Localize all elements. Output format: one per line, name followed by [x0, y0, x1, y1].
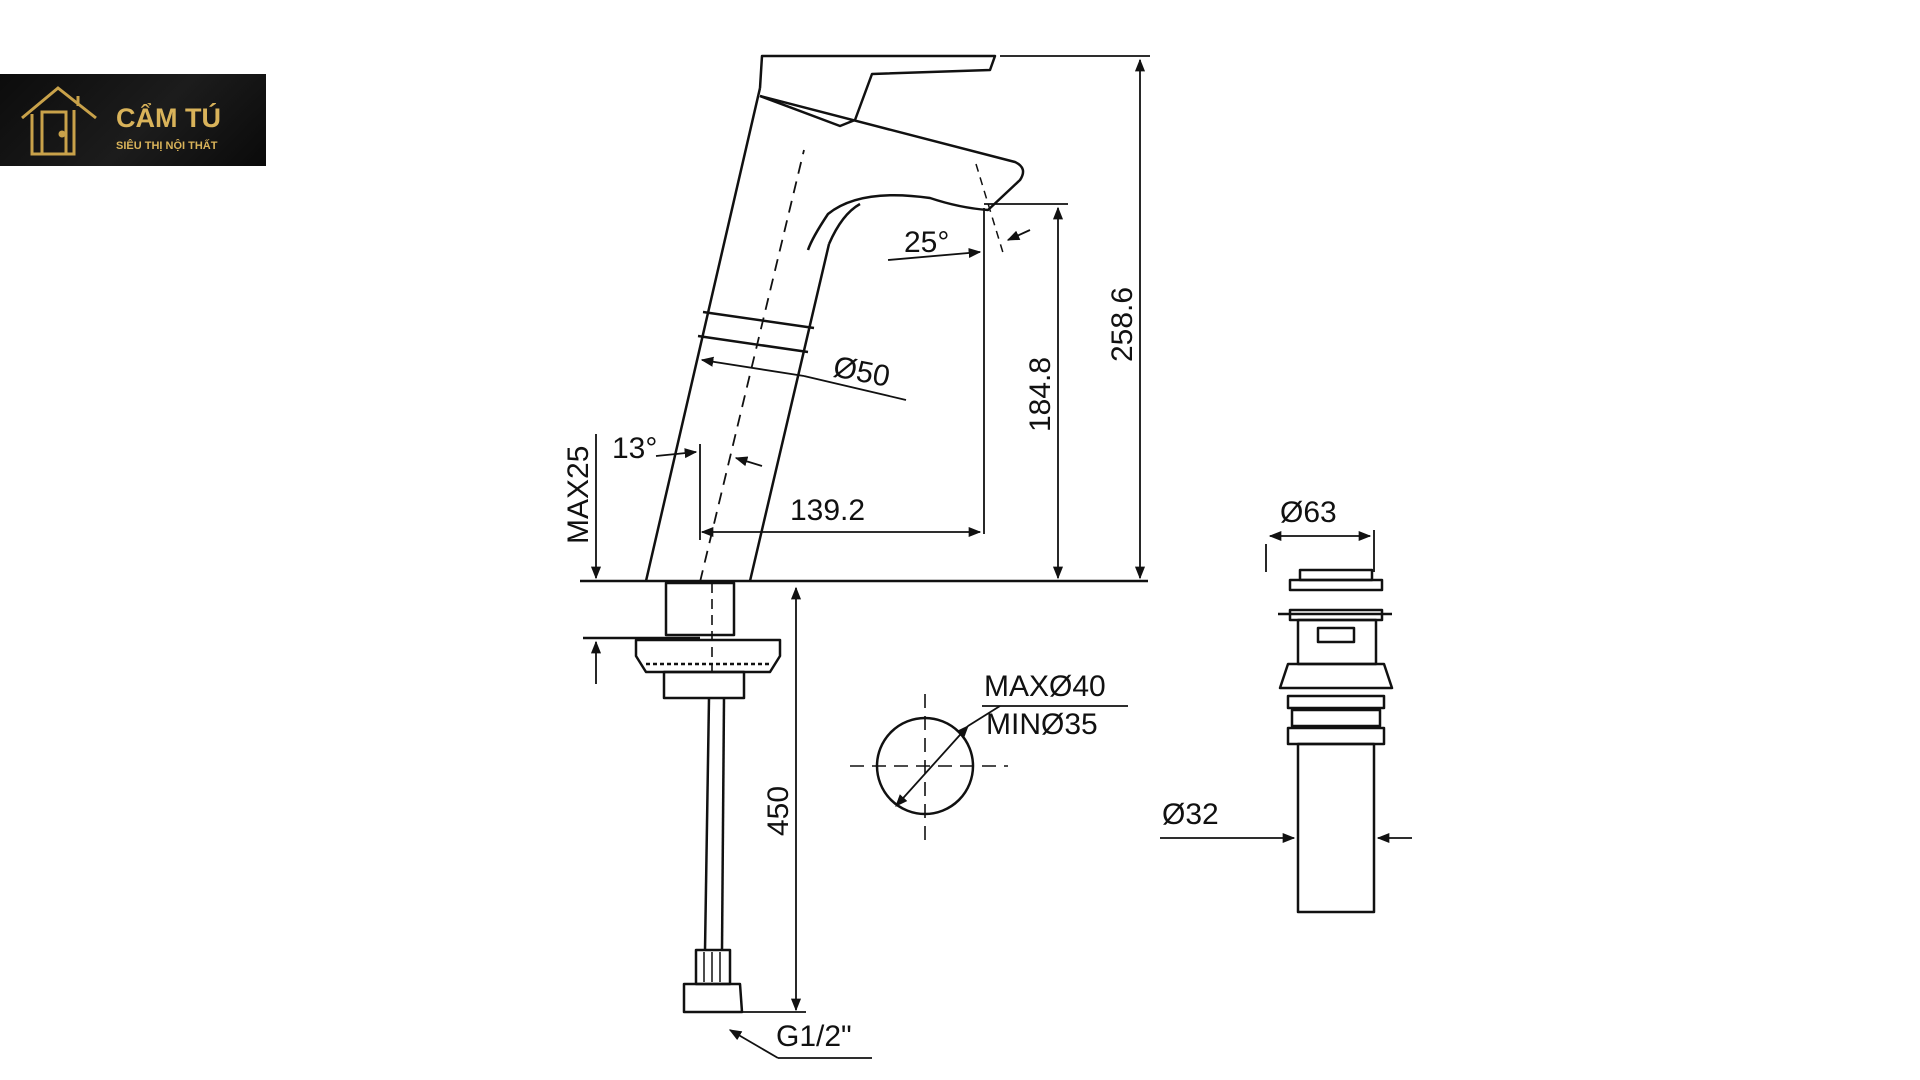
brand-name: CẨM TÚ	[116, 102, 221, 133]
dim-spout-angle: 25°	[904, 226, 949, 259]
faucet-body	[644, 54, 1025, 582]
pop-up-drain	[1160, 530, 1412, 914]
dim-spout-reach: 139.2	[790, 494, 865, 527]
dim-hole-max: MAXØ40	[984, 670, 1106, 703]
dim-hose-length: 450	[762, 786, 795, 836]
brand-logo: CẨM TÚ SIÊU THỊ NỘI THẤT	[0, 74, 266, 166]
water-hose	[682, 697, 744, 1014]
mounting-hardware	[634, 581, 782, 700]
deck-hole-circle	[850, 694, 1128, 846]
dim-hose-thread: G1/2"	[776, 1020, 852, 1053]
brand-tagline: SIÊU THỊ NỘI THẤT	[116, 139, 218, 152]
dim-hole-min: MINØ35	[986, 708, 1098, 741]
dim-drain-pipe: Ø32	[1162, 798, 1219, 831]
dim-body-diameter: Ø50	[831, 350, 893, 393]
dim-max-deck: MAX25	[562, 446, 595, 544]
house-logo-icon	[21, 86, 97, 156]
dim-drain-cap: Ø63	[1280, 496, 1337, 529]
dim-tilt-angle: 13°	[612, 432, 657, 465]
dim-spout-height: 184.8	[1024, 357, 1057, 432]
dim-total-height: 258.6	[1106, 287, 1139, 362]
faucet-centerline	[699, 149, 805, 583]
